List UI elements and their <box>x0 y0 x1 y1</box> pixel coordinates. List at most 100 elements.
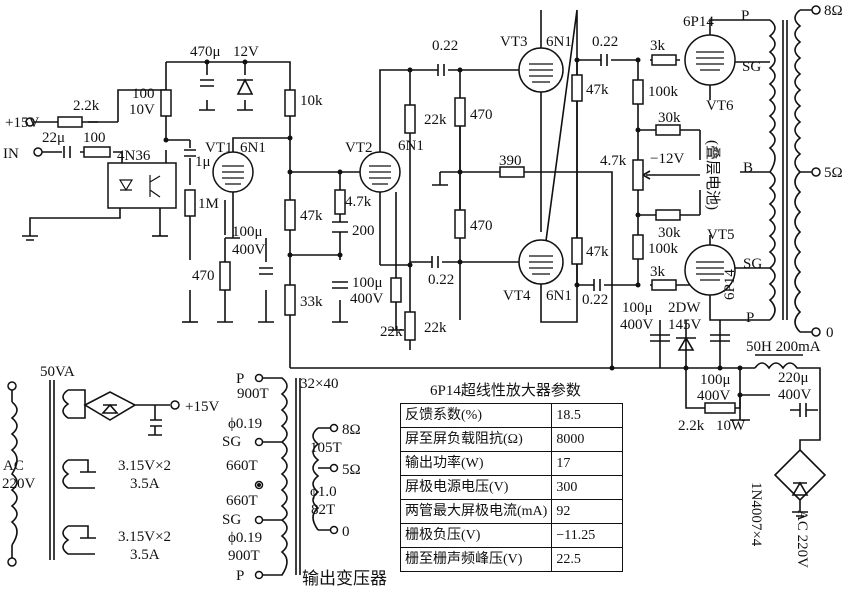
label-vt6-type: 6P14 <box>683 14 714 30</box>
label-neg12v: −12V <box>650 151 684 167</box>
optocoupler-4n36 <box>107 162 177 209</box>
label-c-100u-vt1: 100μ <box>232 224 263 240</box>
label-vt3-type: 6N1 <box>546 34 572 50</box>
label-r-22k-vt2: 22k <box>380 324 403 340</box>
ac-terminal-top[interactable] <box>7 381 17 391</box>
resistor-470 <box>219 261 231 291</box>
label-vt2-type: 6N1 <box>398 138 424 154</box>
label-ot-82t: 82T <box>311 502 335 518</box>
params-row: 反馈系数(%)18.5 <box>399 403 624 428</box>
label-heater2-a: 3.5A <box>130 547 160 563</box>
resistor-22k-bot <box>404 311 416 341</box>
power-transformer: 50VA AC 220V +15V 3.15V×2 3.5A 3.15V×2 3… <box>2 364 219 567</box>
label-r-1m: 1M <box>198 196 219 212</box>
resistor-30k-top <box>655 124 681 136</box>
label-battery: (叠层电池) <box>704 140 721 210</box>
label-tap-p-top: P <box>741 8 749 24</box>
label-ot-105t: 105T <box>310 440 342 456</box>
label-ac: AC <box>3 458 24 474</box>
label-heater1-a: 3.5A <box>130 476 160 492</box>
resistor-2k2-10w <box>704 402 736 414</box>
label-ot-p-top: P <box>236 371 244 387</box>
label-ot-660t-a: 660T <box>226 458 258 474</box>
label-ac-in: AC 220V <box>794 510 810 568</box>
label-zener-12v: 12V <box>233 44 259 60</box>
label-out-8ohm: 8Ω <box>824 3 843 19</box>
label-vt1-type: 6N1 <box>240 140 266 156</box>
label-vt5-type: 6P14 <box>722 269 738 300</box>
label-vt4-type: 6N1 <box>546 288 572 304</box>
label-ot-900t-a: 900T <box>237 386 269 402</box>
label-heater1: 3.15V×2 <box>118 458 171 474</box>
resistor-470-bot <box>454 209 466 239</box>
param-value: 92 <box>551 499 624 524</box>
plus15-terminal[interactable] <box>170 400 180 410</box>
params-row: 屏至屏负载阻抗(Ω)8000 <box>399 427 624 452</box>
label-r-100k-top: 100k <box>648 84 679 100</box>
resistor-4k7 <box>334 189 346 215</box>
label-r-100k-bot: 100k <box>648 241 679 257</box>
label-c-022-d: 0.22 <box>582 292 608 308</box>
ac-terminal-bot[interactable] <box>7 557 17 567</box>
label-ac-220v: 220V <box>2 476 36 492</box>
terminal-8ohm[interactable] <box>811 5 821 15</box>
param-name: 屏至屏负载阻抗(Ω) <box>399 427 553 452</box>
label-r-470-top: 470 <box>470 107 493 123</box>
param-name: 栅极负压(V) <box>399 523 553 548</box>
label-vt6: VT6 <box>706 98 734 114</box>
label-r-470: 470 <box>192 268 215 284</box>
label-c-400v-vt1: 400V <box>232 242 266 258</box>
param-name: 屏极电源电压(V) <box>399 475 553 500</box>
tap-8ohm <box>329 423 339 433</box>
params-row: 两管最大屏极电流(mA)92 <box>399 499 624 524</box>
input-terminal[interactable] <box>33 147 43 157</box>
label-ot-sg-top: SG <box>222 434 241 450</box>
label-ot-phi019-a: ϕ0.19 <box>228 416 262 432</box>
label-ot-core: 32×40 <box>300 376 338 392</box>
label-r-47k-vt3: 47k <box>586 82 609 98</box>
label-choke: 50H 200mA <box>746 339 821 355</box>
resistor-47k <box>284 199 296 231</box>
label-r-3k-top: 3k <box>650 38 666 54</box>
label-c-022-a: 0.22 <box>432 38 458 54</box>
label-out-0: 0 <box>826 325 834 341</box>
label-r-30k-top: 30k <box>658 110 681 126</box>
output-transformer-detail: P 900T ϕ0.19 SG 660T 660T SG ϕ0.19 900T … <box>222 371 387 588</box>
label-r-10k: 10k <box>300 93 323 109</box>
label-out-5ohm: 5Ω <box>824 165 843 181</box>
label-tap-sg-bot: SG <box>743 256 762 272</box>
label-r-47k-vt4: 47k <box>586 244 609 260</box>
resistor-100k-top <box>632 79 644 105</box>
label-bridge: 1N4007×4 <box>748 482 764 547</box>
label-r-2k2: 2.2k <box>73 98 100 114</box>
label-in: IN <box>3 146 19 162</box>
label-vt5: VT5 <box>707 227 735 243</box>
label-c-100u-ps: 100μ <box>700 372 731 388</box>
param-name: 输出功率(W) <box>399 451 553 476</box>
label-tap-b: B <box>743 160 753 176</box>
input-stage: +15V IN 2.2k 22μ 100 4N36 <box>3 89 177 241</box>
param-value: 8000 <box>551 427 624 452</box>
terminal-0[interactable] <box>811 327 821 337</box>
resistor-10k <box>284 89 296 117</box>
param-value: −11.25 <box>551 523 624 548</box>
resistor-22k-vt2 <box>390 277 402 303</box>
label-ot-sg-bot: SG <box>222 512 241 528</box>
label-ot-8ohm: 8Ω <box>342 422 361 438</box>
resistor-100k-bot <box>632 234 644 260</box>
resistor-100 <box>83 146 111 158</box>
label-tap-p-bot: P <box>746 310 754 326</box>
params-row: 栅极负压(V)−11.25 <box>399 523 624 548</box>
label-tap-sg-top: SG <box>742 59 761 75</box>
label-c-022-b: 0.22 <box>428 272 454 288</box>
param-value: 18.5 <box>551 403 624 428</box>
label-50va: 50VA <box>40 364 75 380</box>
label-c-200: 200 <box>352 223 375 239</box>
resistor-33k <box>284 284 296 316</box>
resistor-3k-top <box>651 54 677 66</box>
label-r-10w: 10W <box>716 418 746 434</box>
label-vt4: VT4 <box>503 288 531 304</box>
terminal-5ohm[interactable] <box>811 167 821 177</box>
supply-terminal <box>25 117 35 127</box>
